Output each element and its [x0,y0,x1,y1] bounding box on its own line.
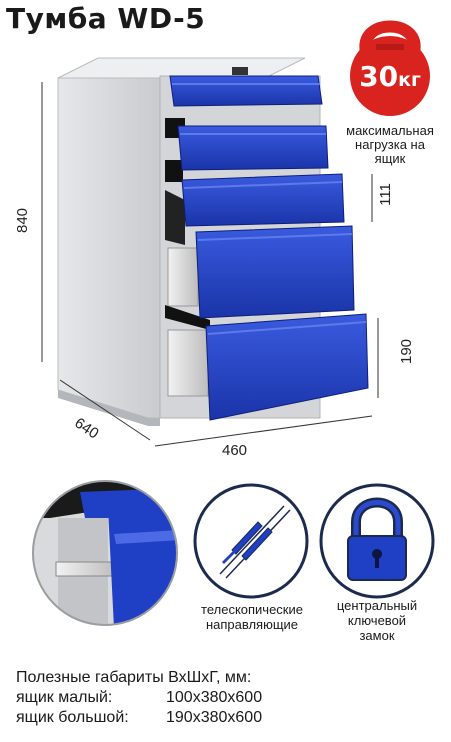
weight-caption-line: ящик [374,151,406,166]
small-drawer-dimension-label: 111 [376,183,394,206]
feature-caption-line: замок [359,628,395,643]
feature-caption-line: телескопические [201,602,303,617]
specs-heading: Полезные габариты ВхШхГ, мм: [16,669,252,686]
spec-label: ящик большой: [16,709,129,726]
weight-caption-line: нагрузка на [355,137,425,152]
spec-row-small: ящик малый: 100х380х600 [16,688,262,708]
padlock-icon [319,483,435,599]
weight-kettlebell-icon [350,20,430,116]
weight-caption-line: максимальная [346,123,434,138]
feature-caption-line: направляющие [205,617,299,632]
weight-unit: кг [398,69,421,91]
spec-label: ящик малый: [16,689,113,706]
spec-row-large: ящик большой: 190х380х600 [16,708,262,728]
weight-badge-label: 30кг [340,60,440,93]
drawer-detail-circle [32,480,178,626]
feature-caption-line: ключевой [347,613,407,628]
depth-dimension-line [59,379,151,441]
feature-telescopic-caption: телескопические направляющие [182,602,322,632]
telescopic-rails-icon [193,483,309,599]
feature-lock-caption: центральный ключевой замок [312,598,442,643]
width-dimension-line [154,415,373,447]
spec-value: 190х380х600 [166,709,263,726]
spec-value: 100х380х600 [166,689,263,706]
height-dimension-label: 840 [14,207,32,234]
product-title: Тумба WD-5 [6,2,206,35]
feature-caption-line: центральный [336,598,418,613]
lock-cylinder [232,67,248,75]
cabinet-illustration [41,57,379,447]
usable-dimensions-specs: Полезные габариты ВхШхГ, мм: ящик малый:… [16,668,262,728]
width-dimension-label: 460 [222,442,248,459]
large-drawer-dimension-label: 190 [398,338,416,365]
weight-caption: максимальная нагрузка на ящик [330,124,450,166]
weight-value: 30 [359,60,399,93]
